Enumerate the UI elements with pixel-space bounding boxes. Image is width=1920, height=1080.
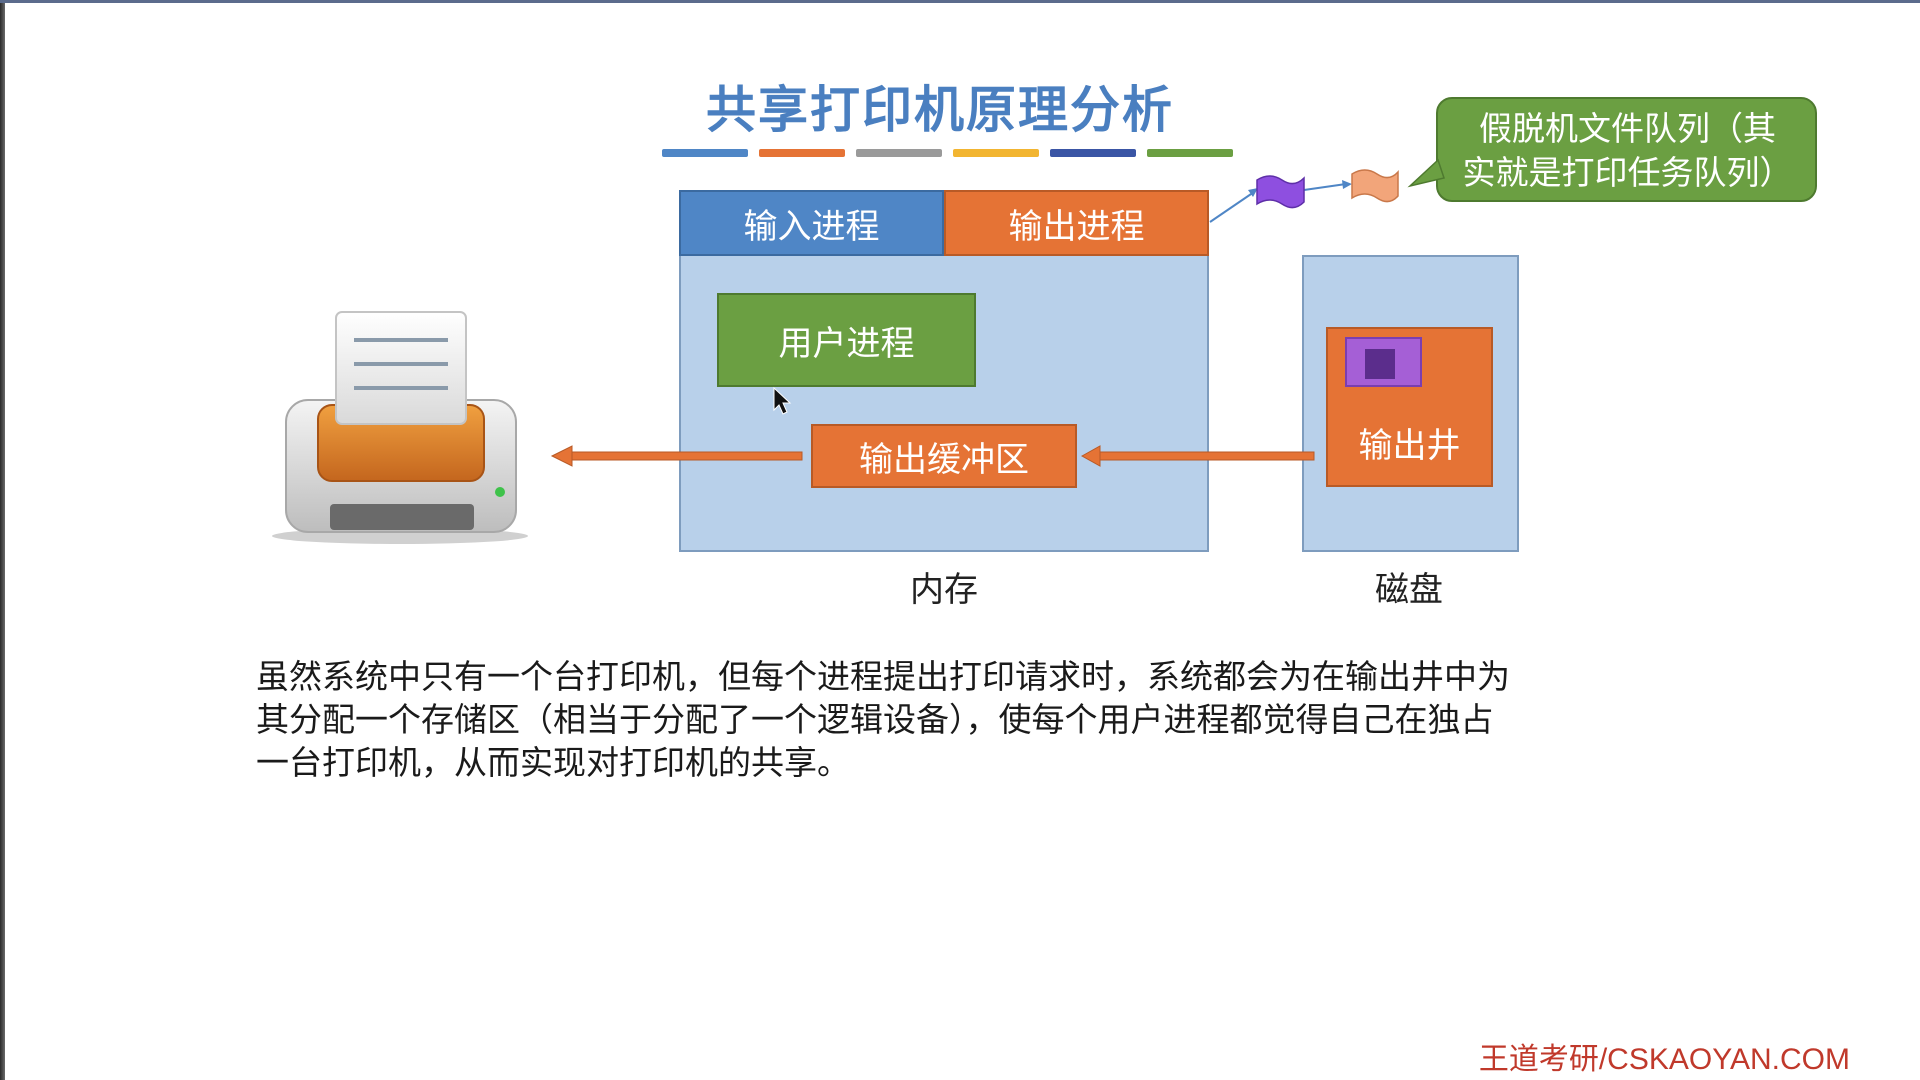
input-process-box: 输入进程 — [679, 190, 944, 256]
title-underline-bar — [856, 149, 942, 157]
title-underline-bar — [1050, 149, 1136, 157]
printer-icon — [272, 311, 528, 544]
description-line-2: 其分配一个存储区（相当于分配了一个逻辑设备），使每个用户进程都觉得自己在独占 — [256, 700, 1494, 739]
callout-line-1: 假脱机文件队列（其 — [1479, 109, 1776, 148]
watermark-text: 王道考研/CSKAOYAN.COM — [1478, 1043, 1850, 1076]
arrow-well-to-buffer — [1080, 445, 1315, 467]
title-underline-bar — [662, 149, 748, 157]
description-line-3: 一台打印机，从而实现对打印机的共享。 — [256, 743, 850, 782]
queue-file-flag-2 — [1351, 169, 1399, 203]
user-process-box: 用户进程 — [717, 293, 976, 387]
slide-frame-top — [0, 0, 1920, 3]
title-underline-bar — [759, 149, 845, 157]
description-paragraph: 虽然系统中只有一个台打印机，但每个进程提出打印请求时，系统都会为在输出井中为 其… — [256, 655, 1636, 784]
title-underline-bar — [953, 149, 1039, 157]
spool-queue-callout: 假脱机文件队列（其 实就是打印任务队列） — [1436, 97, 1817, 202]
output-buffer-box: 输出缓冲区 — [811, 424, 1077, 488]
slide-title: 共享打印机原理分析 — [706, 81, 1174, 139]
cursor-icon — [773, 386, 792, 415]
title-underline-bar — [1147, 149, 1233, 157]
queue-file-flag-1 — [1256, 175, 1305, 209]
arrow-buffer-to-printer — [550, 445, 803, 467]
disk-label: 磁盘 — [1375, 570, 1443, 610]
queue-connector — [1209, 180, 1352, 223]
memory-label: 内存 — [910, 570, 978, 610]
output-process-box: 输出进程 — [944, 190, 1209, 256]
callout-pointer — [1407, 158, 1445, 188]
description-line-1: 虽然系统中只有一个台打印机，但每个进程提出打印请求时，系统都会为在输出井中为 — [256, 657, 1510, 696]
callout-line-2: 实就是打印任务队列） — [1462, 153, 1793, 192]
slide-frame-left — [0, 0, 5, 1080]
spool-file-inner-block — [1365, 349, 1395, 379]
